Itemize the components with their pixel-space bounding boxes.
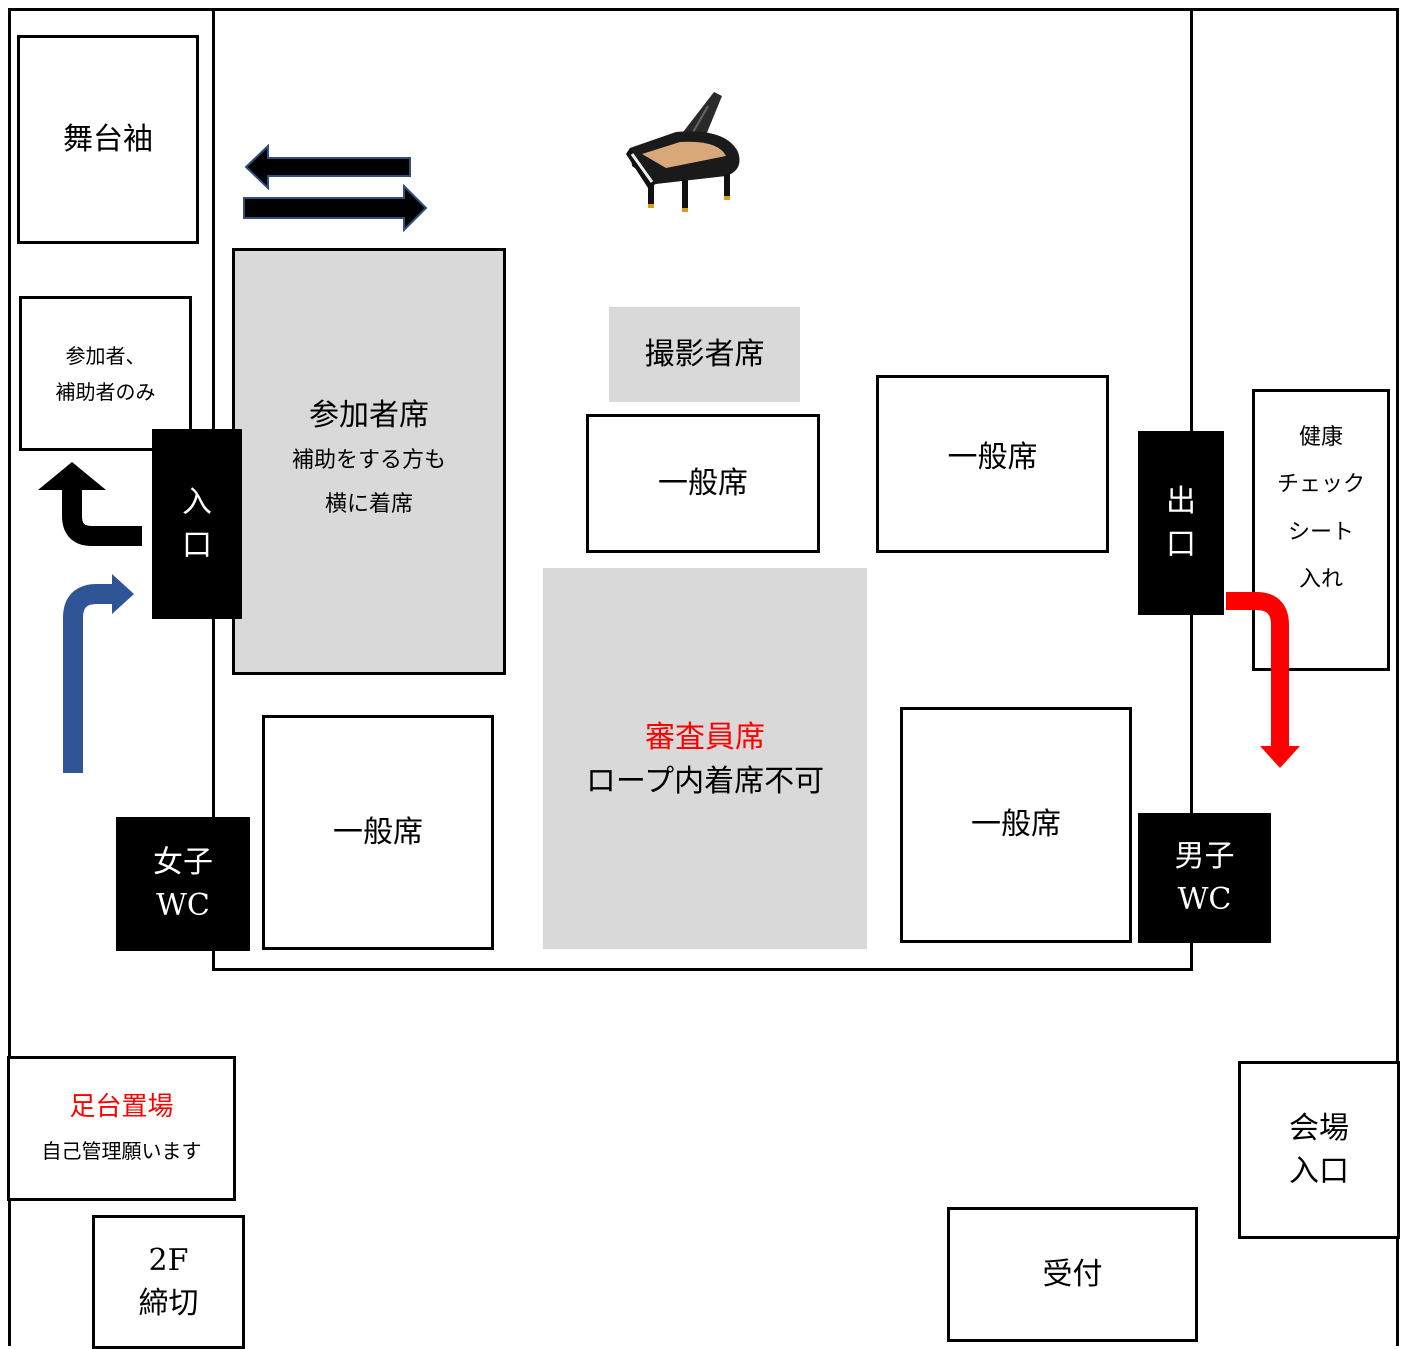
general-seats-center: 一般席 (586, 414, 820, 553)
health-check-line1: 健康 (1298, 425, 1343, 450)
exit-door: 出 口 (1138, 431, 1224, 615)
photographer-seats: 撮影者席 (609, 307, 800, 402)
entrance-door-line2: 口 (182, 528, 212, 563)
judges-seats-note: ロープ内着席不可 (585, 763, 825, 799)
exit-door-line1: 出 (1166, 483, 1196, 519)
reception: 受付 (947, 1207, 1198, 1342)
exit-door-line2: 口 (1166, 527, 1196, 562)
womens-wc-line2: WC (156, 888, 210, 923)
participants-only-area: 参加者、 補助者のみ (19, 296, 192, 451)
grand-piano-icon (626, 92, 740, 212)
outer-wall-top (8, 8, 1399, 11)
entrance-exit-arrow (38, 462, 142, 546)
general-seats-label: 一般席 (971, 807, 1061, 843)
venue-entrance: 会場 入口 (1238, 1061, 1400, 1239)
general-seats-label: 一般席 (333, 814, 423, 850)
womens-wc: 女子 WC (116, 817, 250, 951)
footrest-storage-title: 足台置場 (69, 1091, 174, 1122)
stage-left-arrow (244, 143, 411, 191)
second-floor-closed: 2F 締切 (92, 1215, 245, 1349)
stage-right-arrow (243, 183, 428, 233)
exit-arrow (1226, 592, 1300, 768)
mens-wc: 男子 WC (1138, 813, 1271, 943)
second-floor-line1: 2F (148, 1242, 189, 1278)
general-seats-label: 一般席 (947, 440, 1038, 476)
photographer-seats-label: 撮影者席 (644, 336, 765, 372)
entrance-entry-arrow (63, 574, 134, 773)
stage-wing: 舞台袖 (17, 35, 199, 244)
general-seats-left-lower: 一般席 (262, 715, 494, 950)
health-check-line2: チェック (1276, 472, 1365, 498)
health-check-line4: 入れ (1298, 566, 1343, 592)
entrance-door-line1: 入 (182, 484, 212, 520)
judges-seats-title: 審査員席 (645, 720, 765, 755)
mens-wc-line2: WC (1177, 882, 1232, 917)
health-check-line3: シート (1287, 519, 1354, 545)
venue-entrance-line1: 会場 (1289, 1110, 1349, 1146)
participant-seats-note2: 横に着席 (324, 491, 413, 517)
mens-wc-line1: 男子 (1174, 838, 1235, 874)
reception-label: 受付 (1042, 1256, 1103, 1292)
general-seats-right-upper: 一般席 (876, 375, 1109, 553)
participants-only-line2: 補助者のみ (55, 379, 156, 404)
footrest-storage: 足台置場 自己管理願います (7, 1056, 236, 1201)
hall-wall-bottom (212, 968, 1193, 971)
outer-wall-left (8, 8, 11, 1346)
venue-entrance-line2: 入口 (1289, 1154, 1349, 1189)
entrance-door: 入 口 (152, 429, 242, 619)
footrest-storage-note: 自己管理願います (41, 1139, 202, 1164)
general-seats-right-lower: 一般席 (900, 707, 1132, 943)
participant-seats-title: 参加者席 (309, 398, 429, 433)
participant-seats-note1: 補助をする方も (291, 447, 446, 473)
second-floor-line2: 締切 (138, 1286, 199, 1321)
participant-seats: 参加者席 補助をする方も 横に着席 (232, 248, 506, 675)
womens-wc-line1: 女子 (153, 844, 213, 880)
general-seats-label: 一般席 (658, 465, 748, 501)
outer-wall-right (1396, 8, 1399, 1346)
stage-wing-label: 舞台袖 (63, 121, 153, 157)
participants-only-line1: 参加者、 (65, 343, 146, 368)
judges-seats: 審査員席 ロープ内着席不可 (543, 568, 867, 949)
